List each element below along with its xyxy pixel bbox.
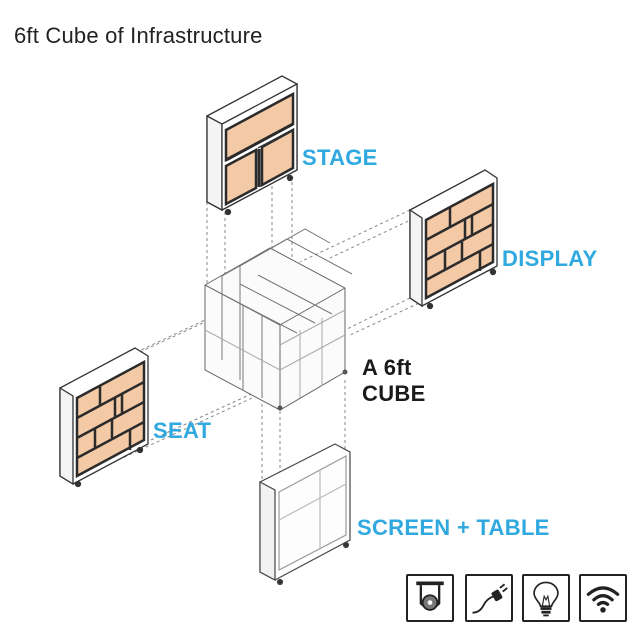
seat-unit xyxy=(59,347,149,488)
central-cube xyxy=(204,228,353,411)
wifi-icon xyxy=(579,574,627,622)
cube-label-line2: CUBE xyxy=(362,381,426,406)
display-label: DISPLAY xyxy=(502,246,598,271)
stage-unit xyxy=(206,75,298,216)
caster-wheel-icon xyxy=(406,574,454,622)
page-title: 6ft Cube of Infrastructure xyxy=(14,22,263,48)
light-bulb-icon xyxy=(522,574,570,622)
screen-table-label: SCREEN + TABLE xyxy=(357,515,550,540)
seat-label: SEAT xyxy=(153,418,212,443)
stage-label: STAGE xyxy=(302,145,378,170)
power-cable-icon xyxy=(465,574,513,622)
screen-table-unit xyxy=(259,443,351,586)
cube-label-line1: A 6ft xyxy=(362,355,412,380)
display-unit xyxy=(409,169,498,310)
